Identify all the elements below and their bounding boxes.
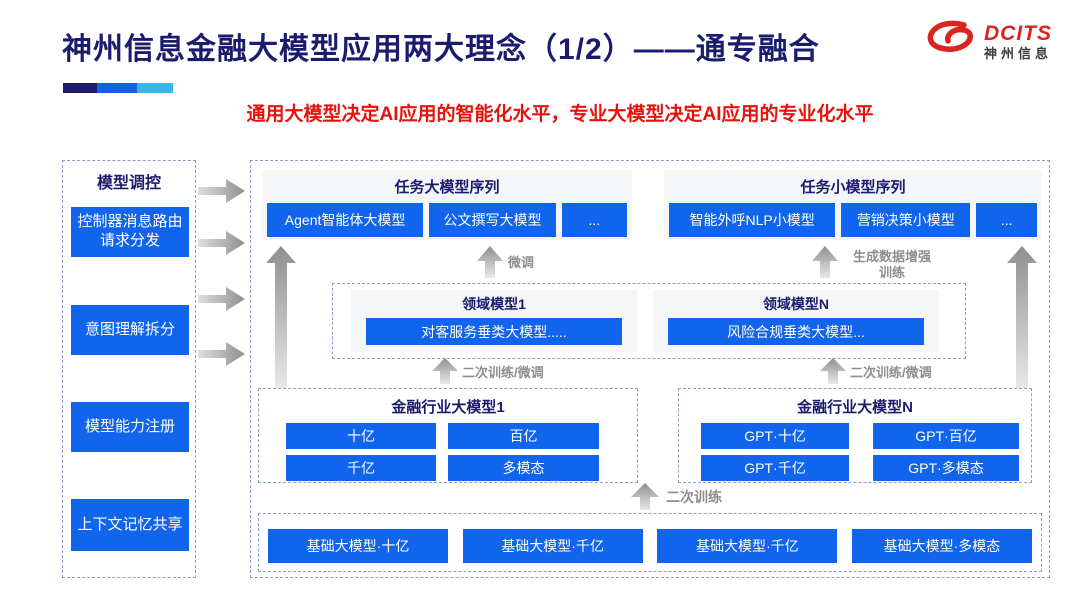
logo-name: DCITS bbox=[983, 21, 1052, 45]
model-box-agent: Agent智能体大模型 bbox=[267, 203, 424, 237]
model-box-base-100b-a: 基础大模型·千亿 bbox=[462, 529, 643, 563]
model-box-more-small: ... bbox=[976, 203, 1037, 237]
sidebar-model-control: 模型调控 控制器消息路由请求分发 意图理解拆分 模型能力注册 上下文记忆共享 bbox=[62, 160, 196, 578]
domain-model-1-title: 领域模型1 bbox=[462, 296, 526, 312]
model-box-gpt-100b: GPT·千亿 bbox=[701, 455, 849, 481]
sidebar-item-intent: 意图理解拆分 bbox=[71, 305, 189, 355]
model-box-1b: 十亿 bbox=[286, 423, 436, 449]
model-box-base-1b: 基础大模型·十亿 bbox=[268, 529, 448, 563]
finance-industry-model-1-panel: 金融行业大模型1 十亿 百亿 千亿 多模态 bbox=[258, 388, 638, 483]
sidebar-item-register: 模型能力注册 bbox=[71, 402, 189, 452]
finance-industry-model-n-title: 金融行业大模型N bbox=[797, 399, 913, 416]
model-box-100b: 千亿 bbox=[286, 455, 436, 481]
arrow-right-icon-2 bbox=[198, 230, 246, 261]
slide-subtitle: 通用大模型决定AI应用的智能化水平，专业大模型决定AI应用的专业化水平 bbox=[246, 104, 874, 125]
model-box-multimodal: 多模态 bbox=[448, 455, 599, 481]
sidebar-title: 模型调控 bbox=[96, 175, 161, 192]
dcits-swirl-icon bbox=[924, 18, 978, 65]
label-gen-data-line2: 训练 bbox=[878, 265, 905, 280]
model-box-gpt-1b: GPT·十亿 bbox=[701, 423, 849, 449]
domain-models-container: 领域模型1 对客服务垂类大模型..... 领域模型N 风险合规垂类大模型... bbox=[332, 283, 966, 359]
finance-industry-model-n-panel: 金融行业大模型N GPT·十亿 GPT·百亿 GPT·千亿 GPT·多模态 bbox=[678, 388, 1032, 483]
model-box-customer-service: 对客服务垂类大模型..... bbox=[366, 318, 622, 345]
model-box-gpt-multimodal: GPT·多模态 bbox=[873, 455, 1019, 481]
arrow-up-retrain-bottom-icon bbox=[631, 483, 659, 515]
label-retrain: 二次训练 bbox=[666, 489, 722, 505]
arrow-up-tall-right-icon bbox=[1007, 246, 1037, 393]
sidebar-item-router: 控制器消息路由请求分发 bbox=[71, 207, 189, 257]
arrow-up-retrain-right-icon bbox=[820, 358, 846, 389]
base-models-container: 基础大模型·十亿 基础大模型·千亿 基础大模型·千亿 基础大模型·多模态 bbox=[258, 513, 1042, 572]
title-accent-bar bbox=[63, 83, 173, 93]
task-small-model-panel: 任务小模型序列 智能外呼NLP小模型 营销决策小模型 ... bbox=[664, 170, 1042, 240]
label-gen-data-training: 生成数据增强 训练 bbox=[840, 249, 944, 281]
task-large-model-panel: 任务大模型序列 Agent智能体大模型 公文撰写大模型 ... bbox=[262, 170, 632, 240]
task-large-title: 任务大模型序列 bbox=[394, 179, 500, 196]
accent-segment-dark bbox=[63, 83, 97, 93]
label-gen-data-line1: 生成数据增强 bbox=[852, 249, 931, 264]
page-title: 神州信息金融大模型应用两大理念（1/2）——通专融合 bbox=[62, 33, 820, 66]
arrow-up-gen-data-icon bbox=[812, 246, 838, 283]
arrow-right-icon-1 bbox=[198, 178, 246, 209]
finance-industry-model-1-title: 金融行业大模型1 bbox=[391, 399, 505, 416]
model-box-10b: 百亿 bbox=[448, 423, 599, 449]
accent-segment-light bbox=[137, 83, 173, 93]
domain-model-n-panel: 领域模型N 风险合规垂类大模型... bbox=[653, 290, 939, 352]
arrow-up-finetune-icon bbox=[477, 246, 503, 283]
domain-model-1-panel: 领域模型1 对客服务垂类大模型..... bbox=[351, 290, 637, 352]
domain-model-n-title: 领域模型N bbox=[762, 296, 830, 312]
model-box-base-100b-b: 基础大模型·千亿 bbox=[657, 529, 838, 563]
model-box-marketing: 营销决策小模型 bbox=[841, 203, 971, 237]
dcits-logo: DCITS 神州信息 bbox=[924, 18, 1052, 65]
arrow-right-icon-4 bbox=[198, 341, 246, 372]
label-finetune: 微调 bbox=[508, 255, 535, 270]
model-box-base-multimodal: 基础大模型·多模态 bbox=[851, 529, 1032, 563]
sidebar-item-context: 上下文记忆共享 bbox=[71, 499, 189, 551]
model-box-risk-compliance: 风险合规垂类大模型... bbox=[668, 318, 924, 345]
task-small-title: 任务小模型序列 bbox=[800, 179, 906, 196]
arrow-right-icon-3 bbox=[198, 286, 246, 317]
arrow-up-tall-left-icon bbox=[266, 246, 296, 393]
logo-cn-name: 神州信息 bbox=[983, 45, 1052, 61]
label-retrain-finetune-right: 二次训练/微调 bbox=[850, 365, 932, 380]
model-box-more-large: ... bbox=[561, 203, 627, 237]
model-box-document-writing: 公文撰写大模型 bbox=[429, 203, 556, 237]
model-box-gpt-10b: GPT·百亿 bbox=[873, 423, 1019, 449]
accent-segment-mid bbox=[97, 83, 137, 93]
arrow-up-retrain-left-icon bbox=[432, 358, 458, 389]
label-retrain-finetune-left: 二次训练/微调 bbox=[462, 365, 544, 380]
model-box-outbound-nlp: 智能外呼NLP小模型 bbox=[669, 203, 836, 237]
